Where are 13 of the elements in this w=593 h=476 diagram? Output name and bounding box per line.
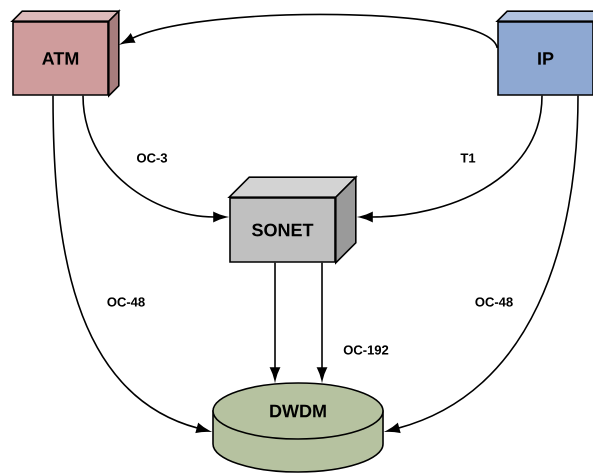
arrow — [121, 14, 498, 48]
arrow — [270, 262, 280, 380]
edge-label: T1 — [459, 152, 477, 164]
arrow — [52, 96, 210, 433]
arrow — [360, 96, 543, 222]
arrow — [82, 96, 226, 222]
edge-label: OC-3 — [135, 152, 169, 164]
edge-label: OC-48 — [474, 296, 514, 308]
edge-label: OC-192 — [342, 344, 390, 356]
edge-label: OC-48 — [106, 296, 146, 308]
arrow — [386, 96, 579, 433]
arrow — [317, 262, 327, 380]
cylinder: DWDM — [212, 382, 384, 473]
